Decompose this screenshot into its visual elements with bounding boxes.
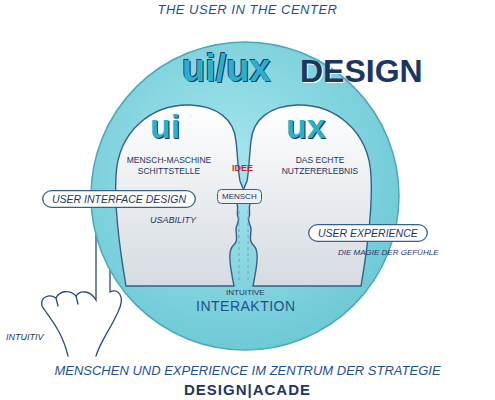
interaktion-label: INTERAKTION <box>196 298 296 314</box>
ui-design-pill: USER INTERFACE DESIGN <box>42 190 196 208</box>
logo-uiux: ui/ux <box>182 47 271 90</box>
ui-title: ui <box>150 107 180 146</box>
magie-label: DIE MAGIE DER GEFÜHLE <box>338 248 438 257</box>
ui-description: MENSCH-MASCHINE SCHITTSTELLE <box>124 155 214 176</box>
pill-text: USER INTERFACE DESIGN <box>52 193 186 205</box>
intuitiv-label: INTUITIV <box>6 332 44 342</box>
caption: MENSCHEN UND EXPERIENCE IM ZENTRUM DER S… <box>0 363 495 378</box>
pill-text: USER EXPERIENCE <box>318 227 418 239</box>
ux-title: ux <box>286 107 326 146</box>
mensch-box: MENSCH <box>217 189 262 204</box>
ux-description: DAS ECHTE NUTZERERLEBNIS <box>276 155 364 176</box>
mensch-text: MENSCH <box>222 192 257 201</box>
ux-pill: USER EXPERIENCE <box>308 224 428 242</box>
idee-label: IDEE <box>232 163 253 173</box>
usability-label: USABILITY <box>150 215 196 225</box>
intuitive-label: INTUITIVE <box>226 288 265 297</box>
logo-design: DESIGN <box>300 53 423 90</box>
brand-logo: DESIGN|ACADE <box>0 381 495 398</box>
title: THE USER IN THE CENTER <box>0 2 495 17</box>
